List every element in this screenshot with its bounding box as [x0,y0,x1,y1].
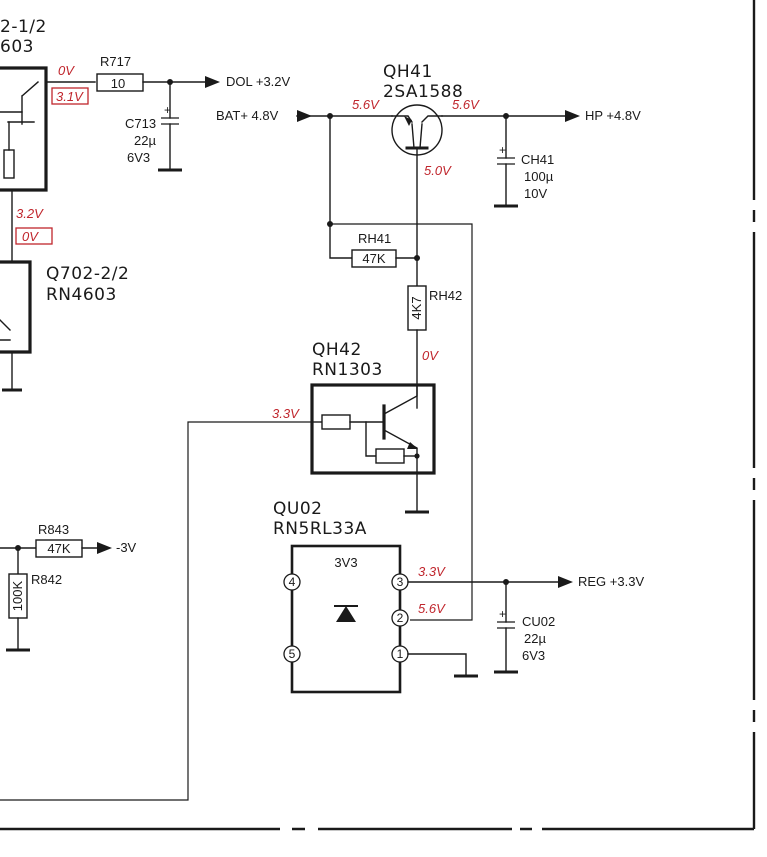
r843-value-label: 47K [47,541,70,556]
q702-2-part-label: RN4603 [46,285,117,305]
r717-resistor: R717 10 [96,54,144,92]
r842-ref-label: R842 [31,572,62,587]
ch41-capacitor: + CH41 100µ 10V [494,115,554,208]
qu02-pin-4 [283,573,301,591]
voltage-q702-mid-boxed: 0V [22,229,39,244]
r843-resistor: R843 47K [35,522,83,558]
qh41-part-label: 2SA1588 [383,82,463,102]
c713-ref-label: C713 [125,116,156,131]
rh41-resistor: RH41 47K [351,231,397,268]
svg-text:3: 3 [397,575,404,589]
r717-ref-label: R717 [100,54,131,69]
qu02-ground-wire [407,653,467,677]
qh42-transistor [310,383,436,475]
svg-text:1: 1 [397,647,404,661]
ch41-voltage-label: 10V [524,186,547,201]
voltage-qu02-pin3: 3.3V [418,564,446,579]
qh42-part-label: RN1303 [312,360,383,380]
r842-value-label: 100K [10,580,25,611]
border-frame [0,0,756,831]
rh42-value-label: 4K7 [409,296,424,319]
qu02-pin-5 [283,645,301,663]
qh41-transistor-icon [391,104,443,259]
voltage-qh41-collector: 5.6V [452,97,480,112]
neg3v-arrow-icon [97,542,112,554]
hp-arrow-icon [565,110,580,122]
qu02-ref-label: QU02 [273,499,322,519]
rh42-resistor: 4K7 RH42 [407,285,462,331]
q702-2-block: Q702-2/2 RN4603 [0,260,129,392]
q702-1-ref-label: 2-1/2 [0,17,47,37]
neg3v-net-label: -3V [116,540,137,555]
hp-net-label: HP +4.8V [585,108,641,123]
rh41-value-label: 47K [362,251,385,266]
dol-net-label: DOL +3.2V [226,74,291,89]
cu02-value-label: 22µ [524,631,546,646]
voltage-qh42-collector: 0V [422,348,439,363]
zener-diode-icon [334,605,358,622]
q702-2-ref-label: Q702-2/2 [46,264,129,284]
svg-text:2: 2 [397,611,404,625]
rh41-ref-label: RH41 [358,231,391,246]
q702-1-part-label: 603 [0,37,34,57]
ch41-ref-label: CH41 [521,152,554,167]
reg-net-label: REG +3.3V [578,574,644,589]
qh41-ref-label: QH41 [383,62,433,82]
voltage-q702-mid-plain: 3.2V [16,206,44,221]
c713-plus-sign: + [164,103,171,117]
r842-resistor: 100K R842 [8,572,62,619]
r717-value-label: 10 [111,76,125,91]
q702-1-internal-resistor [3,149,15,179]
q702-1-output-voltages: 0V 3.1V [51,63,89,105]
cu02-capacitor: + CU02 22µ 6V3 [494,581,555,674]
voltage-qh41-emitter: 5.6V [352,97,380,112]
qu02-inner-label: 3V3 [334,555,357,570]
dol-arrow-icon [205,76,220,88]
svg-text:5: 5 [289,647,296,661]
c713-voltage-label: 6V3 [127,150,150,165]
svg-text:4: 4 [289,575,296,589]
qu02-pin-2 [391,609,409,627]
qh42-ref-label: QH42 [312,340,362,360]
bat-net-label: BAT+ 4.8V [216,108,279,123]
bat-sense-wire [330,223,473,621]
r843-ref-label: R843 [38,522,69,537]
cu02-ref-label: CU02 [522,614,555,629]
ch41-plus-sign: + [499,143,506,157]
cu02-plus-sign: + [499,607,506,621]
voltage-q702-out-boxed: 3.1V [56,89,84,104]
cu02-voltage-label: 6V3 [522,648,545,663]
rh42-ref-label: RH42 [429,288,462,303]
voltage-qu02-pin2: 5.6V [418,601,446,616]
voltage-q702-out-plain: 0V [58,63,75,78]
q702-1-block: 2-1/2 603 [0,17,96,192]
c713-value-label: 22µ [134,133,156,148]
ch41-value-label: 100µ [524,169,554,184]
c713-capacitor: + C713 22µ 6V3 [125,81,182,172]
voltage-qh42-base: 3.3V [272,406,300,421]
reg-arrow-icon [558,576,573,588]
qh42-base-control-wire [0,421,312,801]
qu02-regulator: 3V3 4 5 3 2 1 [283,544,409,694]
qu02-part-label: RN5RL33A [273,519,367,539]
voltage-qh41-base: 5.0V [424,163,452,178]
bat-branch-wire [329,115,353,259]
